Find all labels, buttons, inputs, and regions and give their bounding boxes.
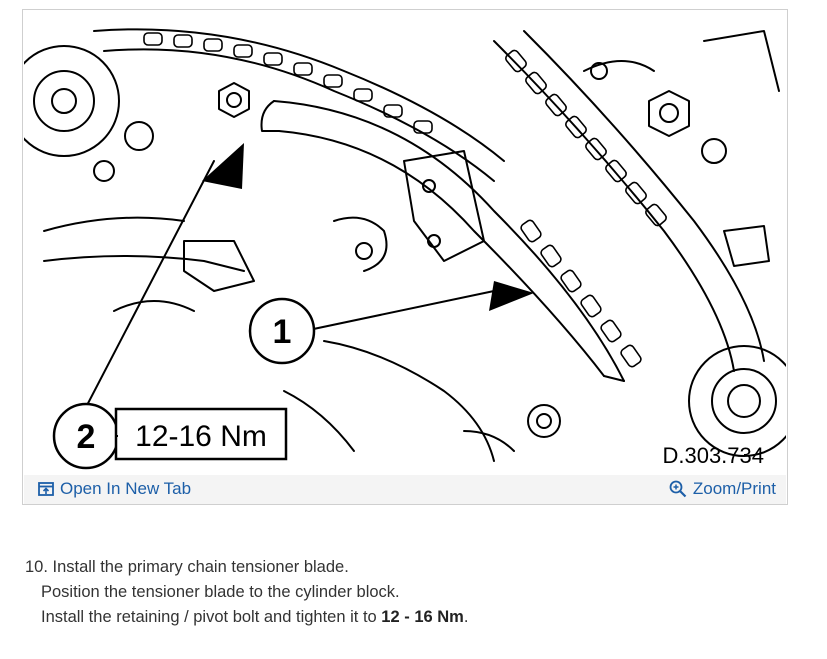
- zoom-icon: [669, 480, 687, 498]
- open-in-new-tab-link[interactable]: Open In New Tab: [38, 479, 191, 499]
- callout-2: 2: [77, 418, 96, 456]
- step-line-2: Position the tensioner blade to the cyli…: [41, 583, 400, 601]
- figure-frame: 1 2 12-16 Nm D.303.734 Open In New Tab: [22, 9, 788, 505]
- step-line-1: 10. Install the primary chain tensioner …: [25, 555, 468, 580]
- open-in-new-tab-label: Open In New Tab: [60, 479, 192, 498]
- step-text-3-suffix: .: [463, 608, 469, 626]
- figure-toolbar: Open In New Tab Zoom/Print: [24, 475, 786, 504]
- step-text-3-prefix: Install the retaining / pivot bolt and t…: [41, 608, 382, 626]
- open-new-tab-icon: [38, 482, 54, 496]
- callout-1: 1: [273, 313, 292, 351]
- step-number: 10.: [25, 558, 48, 576]
- zoom-print-label: Zoom/Print: [692, 479, 776, 498]
- step-line-3: Install the retaining / pivot bolt and t…: [25, 605, 468, 630]
- zoom-print-link[interactable]: Zoom/Print: [669, 479, 776, 499]
- torque-value: 12 - 16 Nm: [381, 608, 464, 626]
- torque-label: 12-16 Nm: [135, 420, 267, 453]
- reference-code: D.303.734: [662, 443, 764, 468]
- step-text-1: Install the primary chain tensioner blad…: [52, 558, 349, 576]
- tensioner-diagram: 1 2 12-16 Nm D.303.734: [24, 28, 786, 470]
- instruction-steps: 10. Install the primary chain tensioner …: [25, 555, 468, 630]
